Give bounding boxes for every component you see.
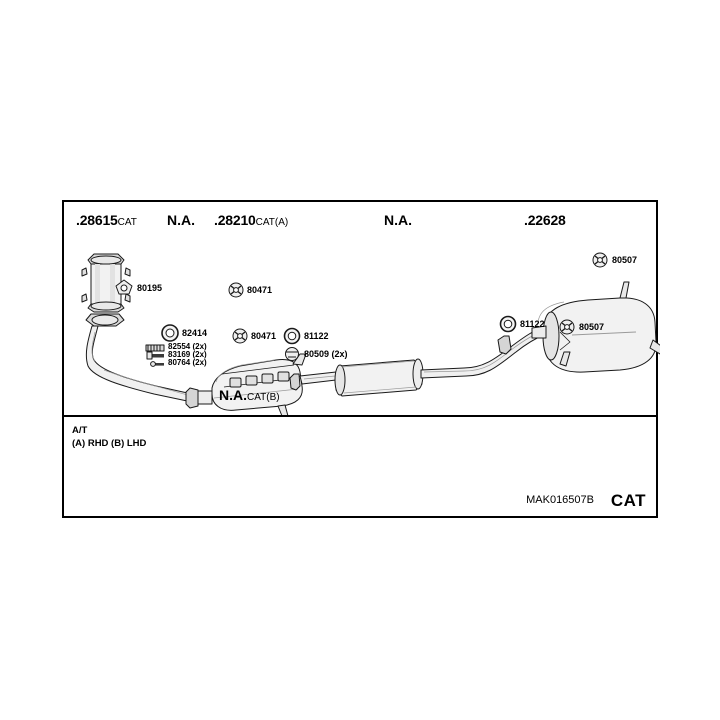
center-silencer [334,358,424,397]
callout-83169: 83169 (2x) [168,350,207,359]
ring-81122-rear-icon [499,315,517,333]
footnote-transmission: A/T [72,425,88,436]
hanger-80507-bottom-icon [559,319,575,335]
catalog-mark: CAT [610,491,646,510]
header-part-2-number: N.A. [167,212,195,228]
callout-82414: 82414 [182,328,208,338]
main-catalytic-converter [211,353,307,417]
bolt-83169-icon [146,351,164,360]
center-pipe-flange [289,373,301,391]
callout-82554: 82554 (2x) [168,342,207,351]
header-part-1: .28615CAT [76,212,137,230]
header-part-3: .28210CAT(A) [214,212,288,230]
footnotes: A/T (A) RHD (B) LHD [72,424,146,450]
intermediate-pipe-rear [420,325,547,379]
exhaust-system-drawing [81,252,660,417]
middle-variant-suffix: CAT(B) [247,392,280,403]
hanger-80471-bottom-icon [232,328,248,344]
header-part-5-number: .22628 [524,212,566,228]
clamp-80509-icon [285,347,299,361]
footnote-drive-side: (A) RHD (B) LHD [72,438,147,449]
callout-81122-mid: 81122 [304,331,329,341]
mid-connector-flange [185,387,213,409]
hanger-80471-top-icon [228,282,244,298]
callout-80471-top: 80471 [247,285,273,295]
rear-pipe-flange [497,335,512,355]
callout-80509: 80509 (2x) [304,349,348,359]
hanger-80507-top-icon [592,252,608,268]
callout-80764: 80764 (2x) [168,358,207,367]
middle-variant-label: N.A.CAT(B) [219,387,280,405]
front-catalytic-converter [81,253,131,313]
header-part-1-suffix: CAT [117,217,137,228]
middle-variant-number: N.A. [219,387,247,403]
screw-80764-icon [150,361,164,367]
header-part-3-suffix: CAT(A) [255,217,289,228]
callout-80195: 80195 [137,283,163,293]
callout-80507-top: 80507 [612,255,638,265]
gasket-80195-icon [115,279,133,295]
callout-80471-bottom: 80471 [251,331,277,341]
downpipe-flange [85,313,125,327]
ring-82414-icon [161,324,179,342]
header-part-3-number: .28210 [214,212,256,228]
section-divider [64,415,656,417]
spring-82554-icon [145,344,165,352]
header-part-4-number: N.A. [384,212,412,228]
diagram-sheet: .28615CAT N.A. .28210CAT(A) N.A. .22628 [62,200,660,518]
header-part-5: .22628 [524,212,566,230]
callout-80507-bottom: 80507 [579,322,605,332]
header-part-1-number: .28615 [76,212,118,228]
intermediate-pipe-front [299,371,337,385]
drawing-code: MAK016507B [526,494,594,506]
callout-81122-rear: 81122 [520,319,545,329]
header-part-4: N.A. [384,212,412,230]
ring-81122-mid-icon [283,327,301,345]
rear-muffler [531,281,660,373]
header-part-2: N.A. [167,212,195,230]
